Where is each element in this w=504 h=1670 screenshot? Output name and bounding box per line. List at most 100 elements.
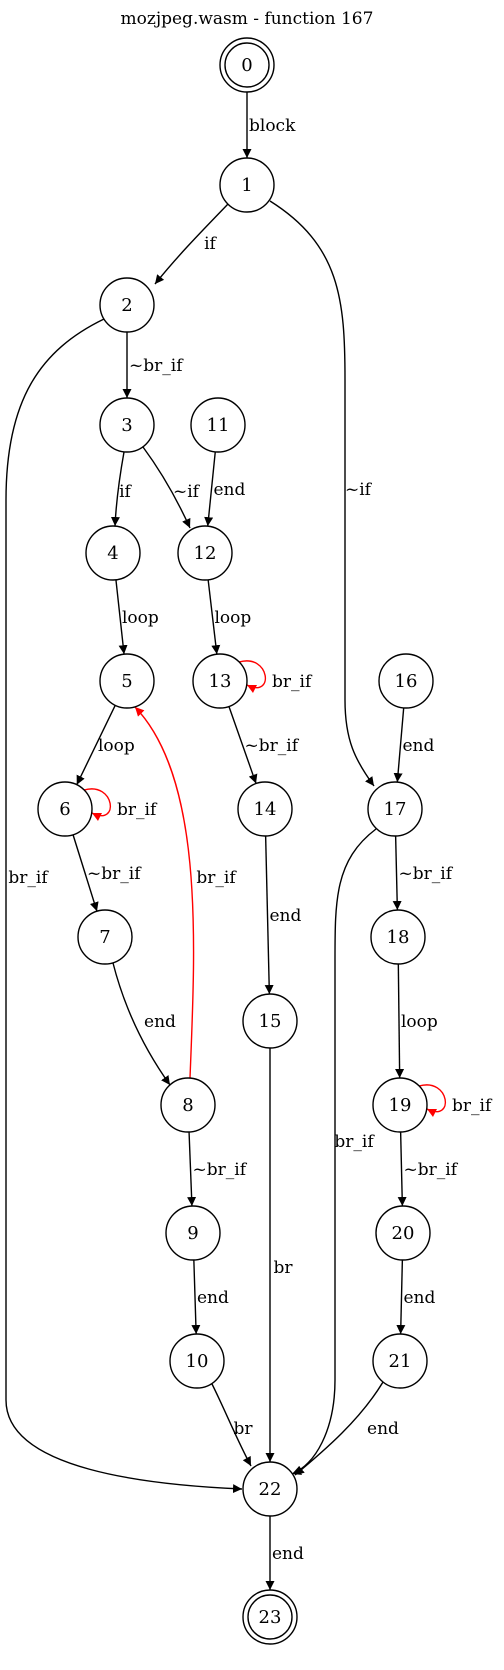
edge-16-17: end [393, 707, 435, 783]
node-label: 21 [389, 1351, 412, 1372]
edge-label: ~br_if [193, 1160, 248, 1180]
node-14[interactable]: 14 [237, 781, 293, 837]
node-4[interactable]: 4 [85, 525, 141, 581]
node-inner-circle [224, 42, 270, 88]
node-0[interactable]: 0 [219, 37, 275, 93]
node-circle [378, 653, 434, 709]
edge-line [142, 446, 191, 529]
node-2[interactable]: 2 [99, 277, 155, 333]
node-circle [370, 909, 426, 965]
edge-line [418, 1084, 447, 1118]
edge-label: br [233, 1419, 253, 1439]
node-circle [372, 1077, 428, 1133]
edge-label: ~if [173, 482, 201, 502]
node-20[interactable]: 20 [375, 1205, 431, 1261]
node-3[interactable]: 3 [99, 397, 155, 453]
edge-6-7: ~br_if [72, 834, 142, 912]
edge-label: end [270, 906, 302, 926]
edge-15-22: br [265, 1048, 293, 1462]
node-circle [169, 1333, 225, 1389]
node-circle [190, 397, 246, 453]
node-label: 8 [182, 1095, 193, 1116]
edge-line [269, 200, 375, 787]
node-circle [192, 653, 248, 709]
node-circle [219, 157, 275, 213]
node-label: 0 [241, 55, 252, 76]
edge-label: ~br_if [404, 1160, 459, 1180]
edge-3-12: ~if [142, 446, 201, 529]
edge-line [291, 828, 377, 1475]
node-circle [99, 277, 155, 333]
node-label: 15 [259, 1011, 282, 1032]
node-label: 18 [387, 927, 410, 948]
edge-line [393, 707, 405, 783]
edge-line [397, 1131, 407, 1207]
edge-17-18: ~br_if [392, 835, 454, 911]
edge-21-22: end [294, 1381, 399, 1476]
node-12[interactable]: 12 [177, 525, 233, 581]
node-5[interactable]: 5 [99, 653, 155, 709]
edge-2-3: ~br_if [122, 332, 184, 398]
edge-19-20: ~br_if [397, 1131, 459, 1207]
edge-line [211, 1383, 252, 1467]
edge-line [204, 451, 216, 527]
graph-title: mozjpeg.wasm - function 167 [121, 9, 374, 29]
edge-1-2: if [154, 203, 229, 285]
node-8[interactable]: 8 [160, 1077, 216, 1133]
edge-label: if [204, 234, 217, 254]
node-circle [242, 1589, 298, 1645]
node-16[interactable]: 16 [378, 653, 434, 709]
node-9[interactable]: 9 [165, 1205, 221, 1261]
edge-label: end [367, 1419, 399, 1439]
edge-label: if [119, 482, 132, 502]
edge-22-23: end [265, 1516, 304, 1590]
edge-label: br_if [334, 1132, 375, 1152]
node-circle [77, 909, 133, 965]
node-label: 9 [187, 1223, 198, 1244]
edge-line [112, 962, 171, 1086]
edge-label: br_if [272, 672, 313, 692]
node-1[interactable]: 1 [219, 157, 275, 213]
node-17[interactable]: 17 [367, 781, 423, 837]
node-19[interactable]: 19 [372, 1077, 428, 1133]
edge-line [76, 704, 116, 786]
edge-14-15: end [264, 835, 302, 995]
node-7[interactable]: 7 [77, 909, 133, 965]
node-label: 11 [207, 415, 230, 436]
node-circle [237, 781, 293, 837]
edge-line [187, 1131, 197, 1207]
edge-6-6: br_if [83, 788, 158, 822]
edge-5-6: loop [76, 704, 135, 786]
node-13[interactable]: 13 [192, 653, 248, 709]
node-10[interactable]: 10 [169, 1333, 225, 1389]
node-circle [372, 1333, 428, 1389]
node-label: 10 [186, 1351, 209, 1372]
edge-line [396, 1259, 406, 1335]
edge-13-14: ~br_if [228, 706, 300, 784]
node-23[interactable]: 23 [242, 1589, 298, 1645]
node-label: 19 [389, 1095, 412, 1116]
edge-label: loop [98, 736, 135, 756]
node-21[interactable]: 21 [372, 1333, 428, 1389]
edge-line [264, 835, 274, 995]
node-label: 14 [254, 799, 277, 820]
edge-label: ~br_if [87, 864, 142, 884]
edge-9-10: end [191, 1259, 229, 1335]
node-15[interactable]: 15 [242, 993, 298, 1049]
node-label: 2 [121, 295, 132, 316]
node-label: 12 [194, 543, 217, 564]
edge-label: ~if [345, 480, 373, 500]
edge-line [115, 579, 128, 655]
node-11[interactable]: 11 [190, 397, 246, 453]
node-6[interactable]: 6 [37, 781, 93, 837]
node-22[interactable]: 22 [242, 1461, 298, 1517]
node-label: 22 [259, 1479, 282, 1500]
node-18[interactable]: 18 [370, 909, 426, 965]
node-label: 13 [209, 671, 232, 692]
edge-11-12: end [204, 451, 246, 527]
edge-8-9: ~br_if [187, 1131, 248, 1207]
edge-line [228, 706, 258, 784]
edge-label: loop [215, 608, 252, 628]
node-label: 17 [384, 799, 407, 820]
